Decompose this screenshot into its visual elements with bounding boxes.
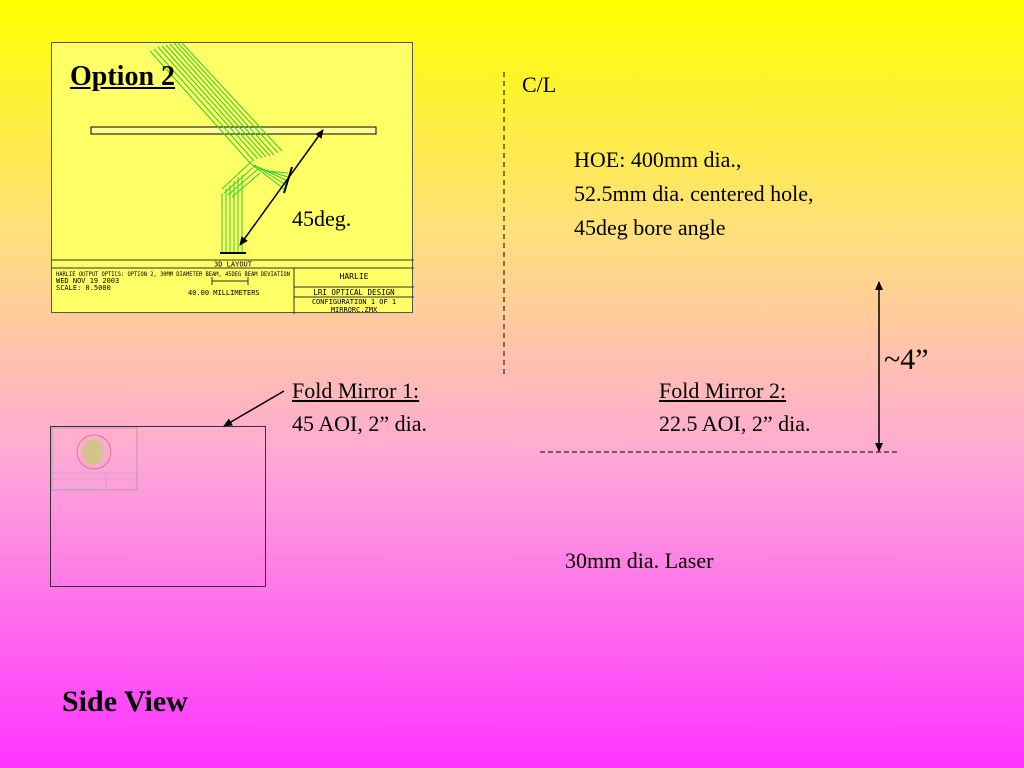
centerline-label: C/L [522,72,557,97]
spot-boundary-circle [76,434,112,470]
title-block-frame [52,259,414,314]
design-scale: SCALE: 0.5000 [56,284,111,292]
fold-mirror-1-spec: 45 AOI, 2” dia. [292,411,428,436]
angle-arrow [239,129,324,246]
spot-diagram-drawing [51,427,138,491]
layout-label: 3D LAYOUT [214,261,253,269]
company-name: LRI OPTICAL DESIGN [313,288,394,297]
zmx-filename: MIRRORC.ZMX [331,306,378,314]
height-dimension-label: ~4” [884,343,929,376]
option-title: Option 2 [70,61,176,92]
hoe-plate [90,126,377,135]
spot-pattern [82,439,104,465]
spot-diagram-panel [50,426,266,587]
design-description: HARLIE OUTPUT OPTICS: OPTION 2, 30MM DIA… [56,271,290,278]
hoe-spec-line-3: 45deg bore angle [574,215,726,240]
project-name: HARLIE [340,272,369,281]
angle-label: 45deg. [292,206,352,231]
fold-mirror-1-title: Fold Mirror 1: [292,378,420,403]
design-date: WED NOV 19 2003 [56,277,119,285]
fold-mirror-2-title: Fold Mirror 2: [659,378,787,403]
zemax-layout-panel: 3D LAYOUT HARLIE OUTPUT OPTICS: OPTION 2… [51,42,414,314]
fold-mirror-1-pointer [223,390,285,427]
scale-units: 40.00 MILLIMETERS [188,289,260,297]
fold-mirror-2-spec: 22.5 AOI, 2” dia. [659,411,811,436]
laser-label: 30mm dia. Laser [565,548,714,573]
hoe-spec-line-2: 52.5mm dia. centered hole, [574,181,814,206]
hoe-spec-line-1: HOE: 400mm dia., [574,147,742,172]
view-title: Side View [62,685,188,718]
configuration: CONFIGURATION 1 OF 1 [312,298,396,306]
